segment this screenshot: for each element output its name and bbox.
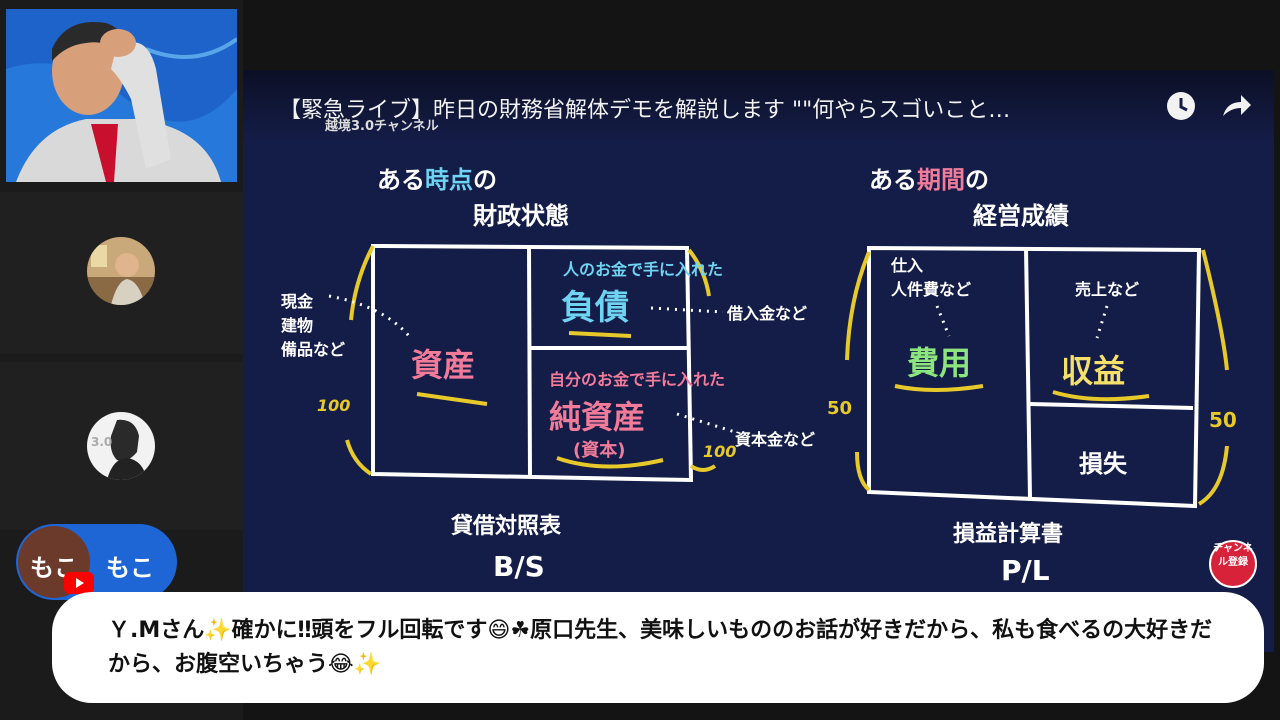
bs-name: 貸借対照表: [451, 514, 562, 539]
avatar: 3.0: [87, 412, 155, 480]
bs-left-total: 100: [317, 396, 351, 415]
participant-tile-3[interactable]: 3.0: [0, 362, 243, 530]
whiteboard-drawing: [328, 243, 1229, 509]
chat-author-name: もこ: [106, 554, 154, 582]
svg-text:3.0: 3.0: [91, 435, 112, 449]
right-heading-line-2: 経営成績: [973, 202, 1069, 230]
participant-tile-2[interactable]: [0, 192, 243, 354]
pl-left-total: 50: [827, 398, 853, 419]
right-heading-part-c: の: [965, 166, 989, 194]
participant-column: 3.0: [0, 0, 243, 720]
assets-note-2: 建物: [281, 316, 314, 335]
costs-note-1: 仕入: [891, 256, 924, 275]
assets-label: 資産: [411, 346, 476, 384]
assets-note-1: 現金: [281, 292, 314, 311]
left-heading-part-a: ある: [377, 166, 425, 194]
chat-author-pill: もこ もこ: [16, 524, 177, 600]
left-heading-line-1: ある時点の: [377, 160, 497, 195]
equity-example: 資本金など: [735, 430, 816, 449]
chat-message-bubble: Ｙ.Mさん✨確かに‼頭をフル回転です😄☘原口先生、美味しいもののお話が好きだから…: [52, 592, 1264, 703]
chat-message-text: Ｙ.Mさん✨確かに‼頭をフル回転です😄☘原口先生、美味しいもののお話が好きだから…: [108, 618, 1213, 677]
shared-video[interactable]: 【緊急ライブ】昨日の財務省解体デモを解説します ""何やらスゴいこと… 越境3.…: [243, 70, 1274, 652]
watch-later-icon[interactable]: [1165, 90, 1197, 122]
bs-right-total: 100: [703, 442, 737, 461]
loss-label: 損失: [1079, 450, 1127, 478]
left-heading-part-b: 時点: [425, 166, 473, 194]
left-heading-part-c: の: [473, 166, 497, 194]
participant-3-avatar-image: 3.0: [87, 412, 155, 480]
equity-label: 純資産: [549, 398, 646, 436]
pl-abbrev: P/L: [1001, 554, 1050, 587]
pl-name: 損益計算書: [953, 522, 1064, 547]
participant-2-avatar-image: [87, 237, 155, 305]
right-heading-line-1: ある期間の: [869, 160, 989, 195]
left-heading-line-2: 財政状態: [473, 202, 569, 230]
equity-subtitle: (資本): [573, 440, 626, 461]
revenue-label: 収益: [1061, 352, 1126, 390]
liabilities-label: 負債: [561, 288, 629, 328]
host-camera-tile[interactable]: [6, 9, 237, 182]
subscribe-badge[interactable]: チャンネル登録: [1209, 540, 1257, 588]
host-camera-image: [6, 9, 237, 182]
share-icon[interactable]: [1219, 90, 1253, 122]
bs-abbrev: B/S: [493, 550, 545, 583]
channel-name: 越境3.0チャンネル: [325, 119, 439, 134]
video-title-bar: 【緊急ライブ】昨日の財務省解体デモを解説します ""何やらスゴいこと… 越境3.…: [243, 70, 1274, 142]
costs-label: 費用: [907, 344, 972, 382]
liabilities-note: 人のお金で手に入れた: [563, 260, 724, 279]
right-heading-part-a: ある: [869, 166, 917, 194]
pl-right-total: 50: [1209, 408, 1237, 432]
right-heading-part-b: 期間: [917, 166, 965, 194]
liabilities-example: 借入金など: [727, 304, 808, 323]
revenue-note: 売上など: [1075, 280, 1140, 299]
avatar: [87, 237, 155, 305]
costs-note-2: 人件費など: [891, 280, 972, 299]
equity-note: 自分のお金で手に入れた: [549, 370, 726, 389]
avatar: もこ: [18, 526, 94, 598]
assets-note-3: 備品など: [281, 340, 346, 359]
youtube-icon: [64, 572, 94, 594]
